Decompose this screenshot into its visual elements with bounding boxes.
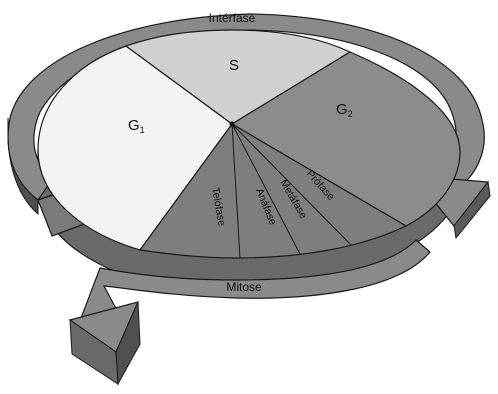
label-interphase: Intérfase [209,11,256,25]
label-s: S [229,57,239,74]
cycle-center [230,122,235,127]
label-mitosis: Mitose [226,280,262,294]
